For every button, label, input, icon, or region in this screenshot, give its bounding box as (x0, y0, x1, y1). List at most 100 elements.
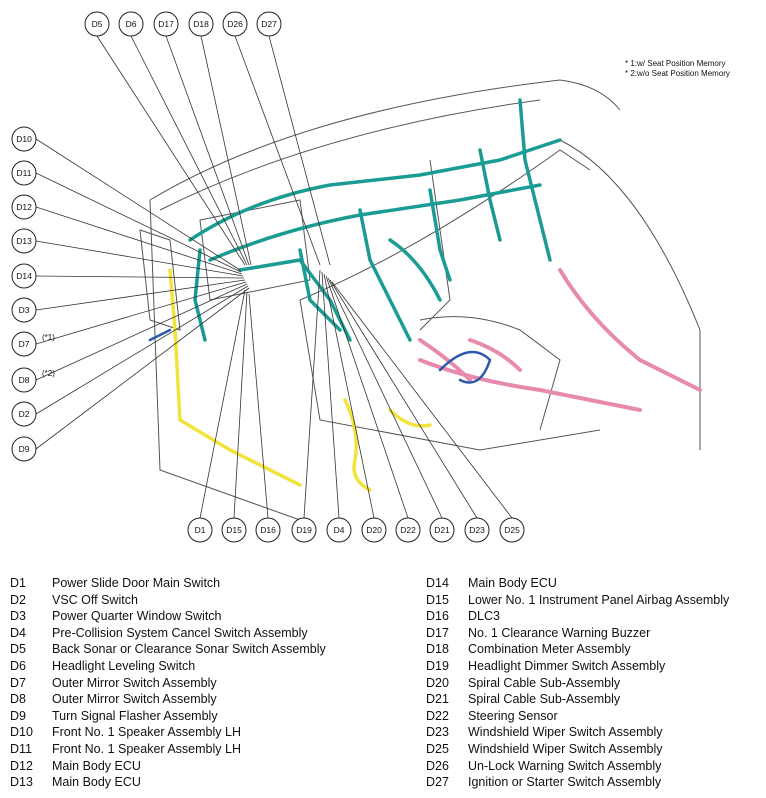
callout-d18: D18 (188, 11, 214, 37)
harness-yellow (168, 268, 432, 492)
svg-text:D17: D17 (158, 19, 174, 29)
note-1: * 1:w/ Seat Position Memory (625, 59, 725, 68)
legend-row: D13 Main Body ECU (10, 774, 326, 791)
legend-name: Windshield Wiper Switch Assembly (468, 741, 663, 756)
svg-text:D8: D8 (19, 375, 30, 385)
svg-text:D19: D19 (296, 525, 312, 535)
svg-text:D5: D5 (92, 19, 103, 29)
legend-name: Main Body ECU (468, 576, 557, 590)
legend-name: Windshield Wiper Switch Assembly (468, 725, 663, 740)
legend-name: Front No. 1 Speaker Assembly LH (52, 725, 241, 740)
legend-row: D11 Front No. 1 Speaker Assembly LH (10, 741, 326, 758)
callout-d23: D23 (464, 517, 490, 543)
callout-d4: D4 (326, 517, 352, 543)
legend-name: No. 1 Clearance Warning Buzzer (468, 625, 651, 640)
legend-code: D11 (10, 741, 33, 756)
callout-d6: D6 (118, 11, 144, 37)
legend-name: Main Body ECU (52, 758, 141, 773)
svg-text:D14: D14 (16, 271, 32, 281)
legend-code: D2 (10, 592, 26, 607)
legend-code: D8 (10, 692, 26, 707)
harness-blue (148, 328, 492, 384)
svg-text:D6: D6 (126, 19, 137, 29)
legend-code: D27 (426, 775, 449, 790)
legend-code: D17 (426, 625, 449, 640)
svg-text:D1: D1 (195, 525, 206, 535)
tag-d8: (*2) (42, 369, 55, 378)
svg-text:D7: D7 (19, 339, 30, 349)
tag-d7: (*1) (42, 333, 55, 342)
legend-row: D7 Outer Mirror Switch Assembly (10, 675, 326, 692)
callout-d20: D20 (361, 517, 387, 543)
legend-row: D4 Pre-Collision System Cancel Switch Ass… (10, 625, 326, 642)
svg-text:D15: D15 (226, 525, 242, 535)
legend-name: Outer Mirror Switch Assembly (52, 692, 217, 707)
callout-d10: D10 (11, 126, 37, 152)
legend-name: Lower No. 1 Instrument Panel Airbag Asse… (468, 592, 730, 607)
callout-d5: D5 (84, 11, 110, 37)
svg-text:D16: D16 (260, 525, 276, 535)
callout-d1: D1 (187, 517, 213, 543)
legend-name: Pre-Collision System Cancel Switch Assem… (52, 625, 308, 640)
legend-name: Front No. 1 Speaker Assembly LH (52, 741, 241, 756)
svg-text:D27: D27 (261, 19, 277, 29)
callout-d19: D19 (291, 517, 317, 543)
legend-code: D10 (10, 725, 33, 740)
legend-code: D5 (10, 642, 26, 657)
legend-code: D19 (426, 658, 449, 673)
callout-d13: D13 (11, 228, 37, 254)
callout-d11: D11 (11, 160, 37, 186)
legend-row: D27 Ignition or Starter Switch Assembly (426, 774, 729, 791)
svg-text:D21: D21 (434, 525, 450, 535)
svg-text:D4: D4 (334, 525, 345, 535)
legend-code: D23 (426, 725, 449, 740)
legend-code: D15 (426, 592, 449, 607)
svg-text:D22: D22 (400, 525, 416, 535)
svg-text:D25: D25 (504, 525, 520, 535)
legend-code: D25 (426, 741, 449, 756)
legend-row: D25 Windshield Wiper Switch Assembly (426, 741, 729, 758)
legend-name: Headlight Dimmer Switch Assembly (468, 658, 666, 673)
callout-d27: D27 (256, 11, 282, 37)
callout-d12: D12 (11, 194, 37, 220)
legend-code: D16 (426, 609, 449, 624)
legend-code: D7 (10, 675, 26, 690)
legend-name: Steering Sensor (468, 708, 558, 723)
legend-row: D23 Windshield Wiper Switch Assembly (426, 724, 729, 741)
legend-code: D12 (10, 758, 33, 773)
svg-text:D10: D10 (16, 134, 32, 144)
callout-d15: D15 (221, 517, 247, 543)
legend-row: D8 Outer Mirror Switch Assembly (10, 691, 326, 708)
callout-d21: D21 (429, 517, 455, 543)
legend-name: Ignition or Starter Switch Assembly (468, 775, 662, 790)
legend-name: Turn Signal Flasher Assembly (52, 708, 218, 723)
legend-name: Main Body ECU (52, 775, 141, 790)
legend-row: D17 No. 1 Clearance Warning Buzzer (426, 625, 729, 642)
legend-code: D4 (10, 625, 26, 640)
callout-d9: D9 (11, 436, 37, 462)
svg-text:D11: D11 (17, 168, 32, 178)
legend-name: VSC Off Switch (52, 592, 138, 607)
legend-name: Outer Mirror Switch Assembly (52, 675, 217, 690)
legend-code: D20 (426, 675, 449, 690)
harness-pink (418, 268, 702, 412)
svg-text:D26: D26 (227, 19, 243, 29)
callout-d2: D2 (11, 401, 37, 427)
svg-text:D13: D13 (16, 236, 32, 246)
legend-code: D3 (10, 609, 26, 624)
legend-code: D13 (10, 775, 33, 790)
callout-d17: D17 (153, 11, 179, 37)
dashboard-outline (139, 79, 701, 521)
callout-d8: D8 (11, 367, 37, 393)
svg-text:D23: D23 (469, 525, 485, 535)
